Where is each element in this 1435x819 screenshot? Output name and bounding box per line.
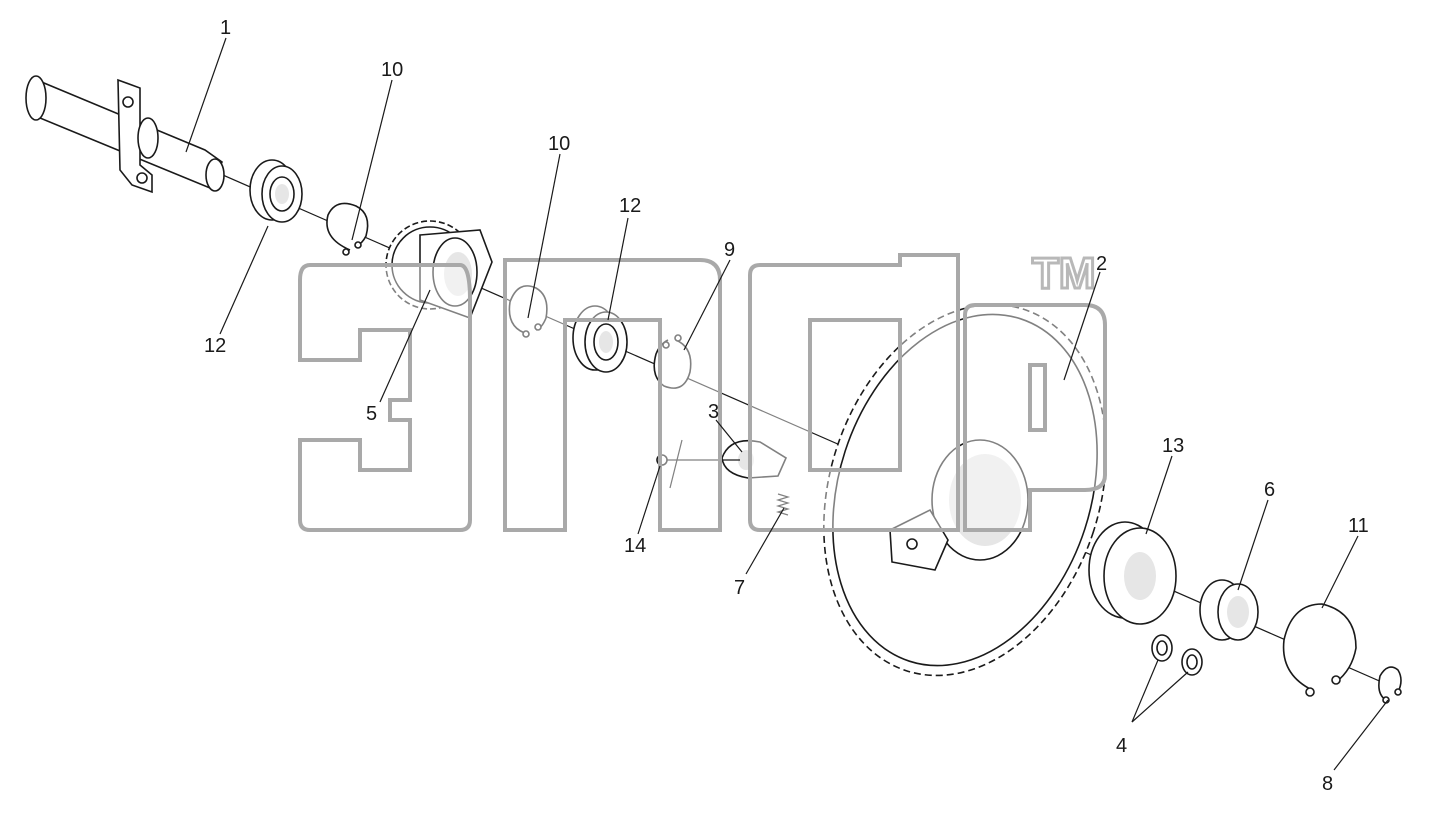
- retaining-ring-part-10-middle: [508, 285, 548, 338]
- callout-10-middle: 10: [548, 133, 570, 155]
- bushing-part-6: [1199, 579, 1259, 641]
- retaining-ring-part-10-left: [326, 202, 369, 256]
- trademark-text: TM: [1032, 249, 1096, 298]
- callout-11: 11: [1348, 515, 1369, 537]
- callout-12-middle: 12: [619, 195, 641, 217]
- callout-4: 4: [1116, 735, 1127, 757]
- callout-5: 5: [366, 403, 377, 425]
- shaft-part-1: [25, 75, 225, 194]
- washers-part-4: [1151, 634, 1203, 676]
- callout-1: 1: [220, 17, 231, 39]
- callout-6: 6: [1264, 479, 1275, 501]
- bearing-part-12-left: [249, 159, 303, 223]
- callout-14: 14: [624, 535, 646, 557]
- retaining-ring-part-11: [1282, 603, 1357, 697]
- callout-9: 9: [724, 239, 735, 261]
- callout-13: 13: [1162, 435, 1184, 457]
- retaining-ring-part-8: [1378, 666, 1402, 704]
- callout-3: 3: [708, 401, 719, 423]
- callout-7: 7: [734, 577, 745, 599]
- callout-10-top: 10: [381, 59, 403, 81]
- leader-lines: [185, 37, 1389, 771]
- callout-12-left: 12: [204, 335, 226, 357]
- callout-2: 2: [1096, 253, 1107, 275]
- callout-8: 8: [1322, 773, 1333, 795]
- spring-part-7: [775, 493, 791, 516]
- watermark-logo: TM: [298, 248, 1107, 532]
- hub-part-13: [1088, 521, 1177, 625]
- callouts: 1 10 10 12 9 2 12 5 3 13 6 11 14 7 4 8: [204, 17, 1369, 795]
